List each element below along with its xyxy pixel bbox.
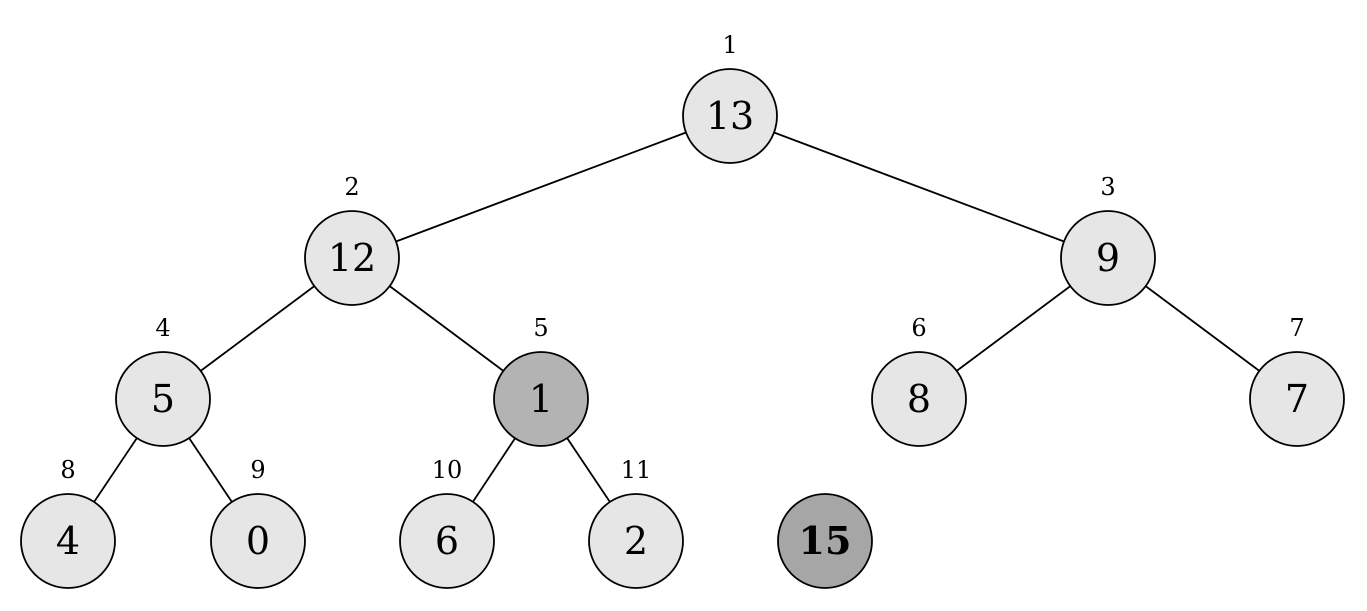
- node-circle: [210, 493, 306, 589]
- heap-node-5: 15: [493, 314, 589, 447]
- edge-1-2: [395, 131, 687, 243]
- node-value: 7: [1285, 377, 1309, 421]
- node-index-label: 3: [1100, 173, 1115, 201]
- node-circle: [493, 351, 589, 447]
- heap-node-3: 93: [1060, 173, 1156, 306]
- node-index-label: 8: [60, 456, 75, 484]
- node-circle: [588, 493, 684, 589]
- node-value: 13: [706, 94, 754, 138]
- node-circle: [1249, 351, 1345, 447]
- node-index-label: 1: [722, 31, 737, 59]
- node-circle: [777, 493, 873, 589]
- node-circle: [20, 493, 116, 589]
- heap-node-7: 77: [1249, 314, 1345, 447]
- edge-4-8: [93, 437, 138, 503]
- heap-node-8: 48: [20, 456, 116, 589]
- node-value: 0: [246, 519, 270, 563]
- edge-2-5: [389, 285, 504, 372]
- heap-node-4: 54: [115, 314, 211, 447]
- node-index-label: 2: [344, 173, 359, 201]
- node-value: 8: [907, 377, 931, 421]
- node-circle: [871, 351, 967, 447]
- edge-3-7: [1145, 285, 1260, 372]
- edges-layer: [93, 131, 1260, 503]
- edge-5-11: [566, 437, 611, 503]
- node-index-label: 4: [155, 314, 170, 342]
- heap-node-11: 2 11: [588, 456, 684, 589]
- edge-1-3: [773, 131, 1065, 243]
- node-value: 5: [151, 377, 175, 421]
- heap-node-9: 09: [210, 456, 306, 589]
- node-index-label: 5: [533, 314, 548, 342]
- node-circle: [399, 493, 495, 589]
- heap-node-6: 86: [871, 314, 967, 447]
- node-circle: [115, 351, 211, 447]
- inserted-node: 15: [777, 493, 873, 589]
- node-value: 1: [529, 377, 553, 421]
- edge-4-9: [188, 437, 233, 503]
- node-index-label: 10: [432, 456, 463, 484]
- node-value: 2: [624, 519, 648, 563]
- edge-3-6: [956, 285, 1071, 372]
- node-value: 9: [1096, 236, 1120, 280]
- node-index-label: 9: [250, 456, 265, 484]
- heap-node-2: 12 2: [304, 173, 400, 306]
- node-value: 6: [435, 519, 459, 563]
- node-circle: [1060, 210, 1156, 306]
- node-circle: [682, 68, 778, 164]
- node-index-label: 7: [1289, 314, 1304, 342]
- node-value: 12: [328, 236, 376, 280]
- node-index-label: 11: [621, 456, 652, 484]
- node-value: 4: [56, 519, 80, 563]
- edge-5-10: [472, 437, 516, 503]
- node-circle: [304, 210, 400, 306]
- node-index-label: 6: [911, 314, 926, 342]
- heap-node-1: 13 1: [682, 31, 778, 164]
- heap-node-10: 6 10: [399, 456, 495, 589]
- edge-2-4: [200, 285, 315, 372]
- node-value: 15: [799, 518, 852, 563]
